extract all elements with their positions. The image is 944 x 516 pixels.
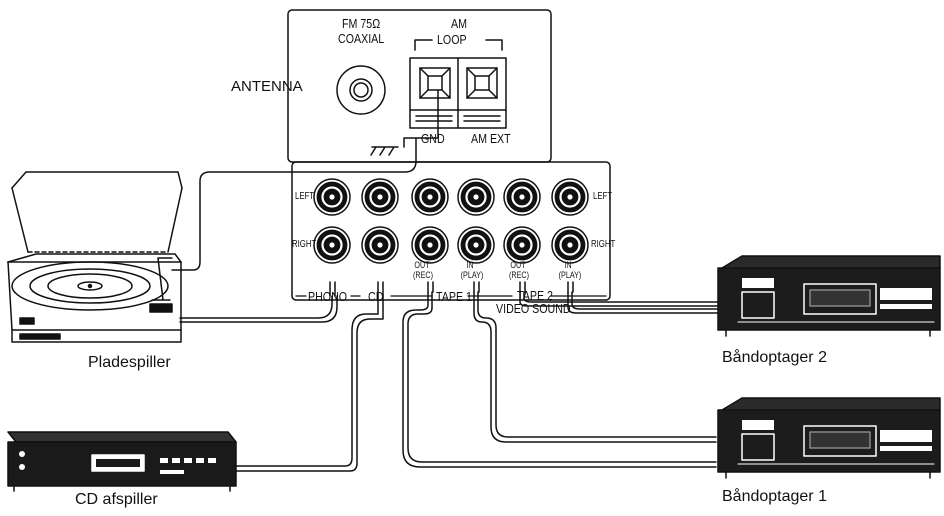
- rca-jack-right-5: [503, 226, 541, 264]
- rca-jack-left-4: [457, 178, 495, 216]
- am-line2-label: LOOP: [437, 32, 467, 47]
- cable-phono: [179, 295, 338, 323]
- cable-tape1: [402, 291, 717, 468]
- out-label-2: OUT: [510, 260, 526, 270]
- rca-jack-left-2: [361, 178, 399, 216]
- left-label-1: LEFT: [295, 191, 315, 202]
- antenna-panel: [287, 9, 552, 163]
- cd-player-label: CD afspiller: [75, 491, 158, 508]
- phono-label: PHONO: [308, 289, 348, 304]
- rca-jack-right-2: [361, 226, 399, 264]
- right-label-1: RIGHT: [292, 239, 317, 250]
- video-sound-label: VIDEO SOUND: [496, 301, 571, 316]
- fm-line1-label: FM 75Ω: [342, 16, 381, 31]
- am-ext-label: AM EXT: [471, 131, 511, 146]
- right-label-2: RIGHT: [591, 239, 616, 250]
- tape-deck-2: [717, 255, 941, 337]
- rca-jack-right-1: [313, 226, 351, 264]
- rec-label-2: (REC): [509, 270, 529, 280]
- gnd-label: GND: [421, 131, 445, 146]
- am-terminals: [409, 57, 507, 129]
- turntable-label: Pladespiller: [88, 354, 171, 371]
- cable-cd: [233, 295, 384, 472]
- fm-coaxial-connector: [336, 65, 386, 115]
- rca-jack-left-3: [411, 178, 449, 216]
- rca-jack-right-6: [551, 226, 589, 264]
- antenna-label: ANTENNA: [231, 78, 303, 95]
- jack-panel: [291, 161, 611, 301]
- cable-tape2: [519, 291, 721, 314]
- tape1-label: TAPE 1: [436, 289, 472, 304]
- ground-wire: [171, 137, 417, 271]
- tape-deck-2-label: Båndoptager 2: [722, 349, 827, 366]
- play-label-1: (PLAY): [460, 270, 484, 280]
- in-label-1: IN: [466, 260, 474, 270]
- fm-line2-label: COAXIAL: [338, 31, 385, 46]
- tape-deck-1: [717, 397, 941, 479]
- in-label-2: IN: [564, 260, 572, 270]
- turntable: [7, 171, 183, 343]
- rca-jack-right-3: [411, 226, 449, 264]
- rca-jack-left-1: [313, 178, 351, 216]
- cd-player: [7, 431, 237, 492]
- rec-label-1: (REC): [413, 270, 433, 280]
- rca-jack-right-4: [457, 226, 495, 264]
- am-line1-label: AM: [451, 16, 467, 31]
- out-label-1: OUT: [414, 260, 430, 270]
- play-label-2: (PLAY): [558, 270, 582, 280]
- jack-sockets: [313, 178, 589, 264]
- cd-label: CD: [368, 289, 384, 304]
- tape2-label: TAPE 2: [517, 288, 553, 303]
- tape-deck-1-label: Båndoptager 1: [722, 488, 827, 505]
- rca-jack-left-5: [503, 178, 541, 216]
- rca-jack-left-6: [551, 178, 589, 216]
- left-label-2: LEFT: [593, 191, 613, 202]
